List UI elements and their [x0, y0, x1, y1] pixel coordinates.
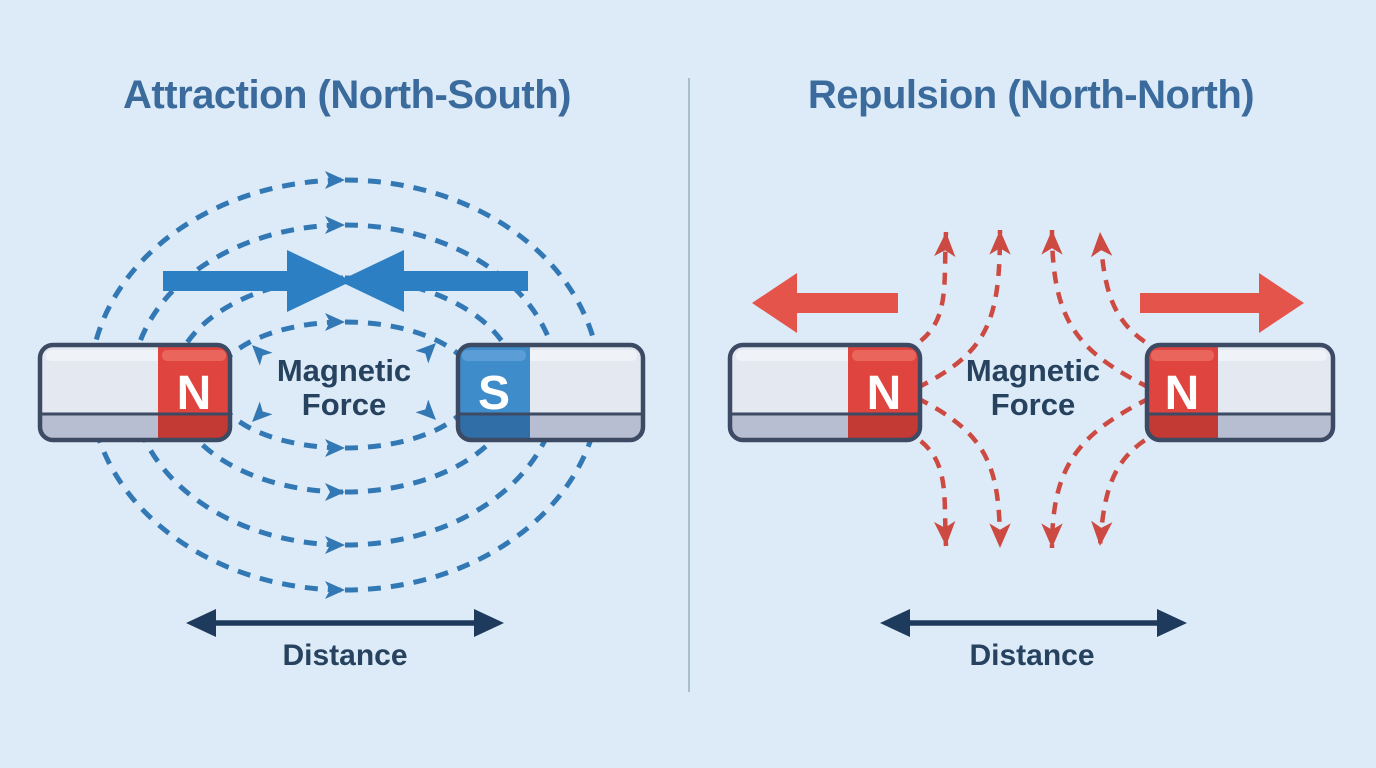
distance-arrowhead-right	[1157, 609, 1187, 637]
repulsion-force-label: Magnetic Force	[966, 353, 1100, 422]
magnet-pole-shade	[1147, 414, 1218, 440]
magnet-pole-shade	[458, 414, 530, 440]
pole-label: N	[177, 367, 212, 420]
pole-label: S	[478, 367, 510, 420]
magnet-outline	[455, 342, 646, 443]
magnet-outline	[1144, 342, 1336, 443]
attraction-title: Attraction (North-South)	[123, 73, 571, 117]
attraction-force-label: Magnetic Force	[277, 353, 411, 422]
repulsion-force-arrows	[752, 273, 1304, 333]
magnet-pole-highlight	[852, 350, 916, 361]
attraction-force-arrow-right	[339, 250, 528, 312]
magnet-pole-highlight	[162, 350, 226, 361]
repulsion-left-magnet: N	[727, 342, 923, 443]
magnet-pole-highlight	[1151, 350, 1214, 361]
force-label-line1: Magnetic	[277, 353, 411, 388]
repulsion-force-arrow-left	[752, 273, 898, 333]
distance-arrowhead-right	[474, 609, 504, 637]
pole-label: N	[867, 367, 902, 420]
magnet-outline	[37, 342, 233, 443]
attraction-force-arrows	[163, 250, 528, 312]
pole-label: N	[1165, 367, 1200, 420]
distance-label: Distance	[969, 639, 1094, 672]
force-label-line2: Force	[991, 387, 1075, 422]
repulsion-force-arrow-right	[1140, 273, 1304, 333]
attraction-right-magnet: S	[455, 342, 646, 443]
repulsion-title: Repulsion (North-North)	[808, 73, 1254, 117]
attraction-force-arrow-left	[163, 250, 352, 312]
magnet-pole-shade	[158, 414, 230, 440]
repulsion-distance-indicator: Distance	[880, 609, 1187, 672]
force-label-line1: Magnetic	[966, 353, 1100, 388]
attraction-distance-indicator: Distance	[186, 609, 504, 672]
distance-arrowhead-left	[186, 609, 216, 637]
force-label-line2: Force	[302, 387, 386, 422]
attraction-field-diagonal-arrows	[252, 343, 436, 422]
distance-arrowhead-left	[880, 609, 910, 637]
repulsion-field-lines	[902, 229, 1164, 549]
magnet-outline	[727, 342, 923, 443]
repulsion-right-magnet: N	[1144, 342, 1336, 443]
attraction-left-magnet: N	[37, 342, 233, 443]
distance-label: Distance	[282, 639, 407, 672]
magnet-pole-highlight	[462, 350, 526, 361]
magnet-pole-shade	[848, 414, 920, 440]
